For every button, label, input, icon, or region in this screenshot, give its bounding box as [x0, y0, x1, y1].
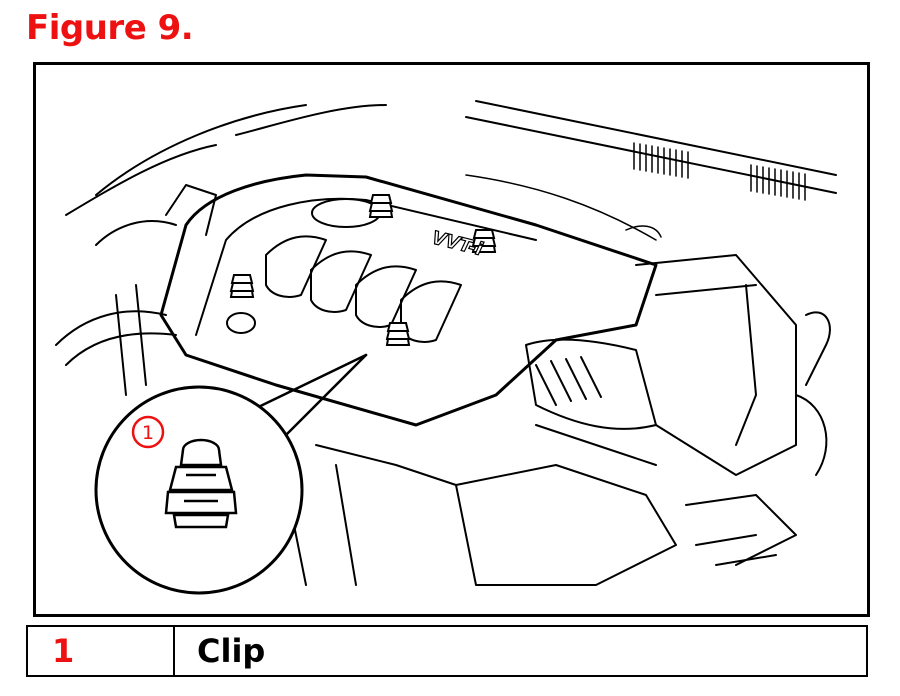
clip-marker — [471, 229, 497, 253]
callout-number: 1 — [142, 422, 154, 444]
figure-title: Figure 9. — [26, 8, 194, 48]
legend-table: 1 Clip — [26, 625, 868, 677]
engine-cover — [159, 173, 658, 427]
clip-callout: 1 — [94, 385, 304, 595]
clip-marker — [385, 322, 411, 346]
cowl-vents — [633, 142, 806, 201]
legend-description: Clip — [197, 632, 266, 670]
engine-diagram-frame: VVT-i 1 — [33, 62, 870, 617]
legend-number: 1 — [28, 627, 175, 675]
clip-marker — [368, 194, 394, 218]
clip-marker — [229, 274, 255, 298]
callout-number-badge — [131, 415, 165, 449]
engine-bay-illustration: VVT-i 1 — [55, 100, 837, 595]
cover-clips — [229, 194, 497, 346]
clip-icon — [164, 438, 238, 529]
